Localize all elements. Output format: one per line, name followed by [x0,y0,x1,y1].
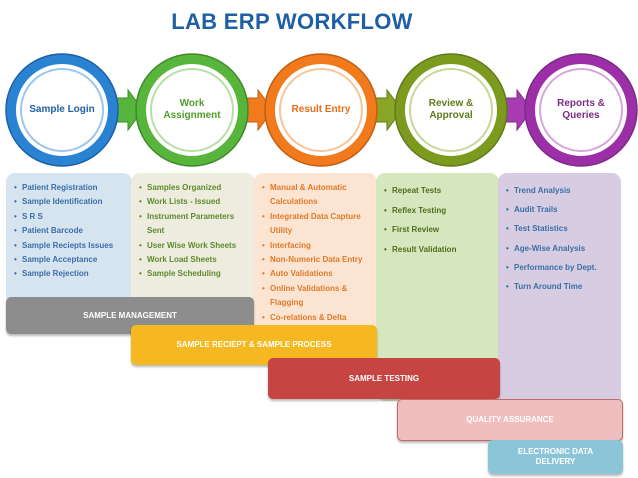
list-item: Reflex Testing [384,201,494,221]
stage-label-reports-queries: Reports & Queries [557,98,605,121]
list-item: Age-Wise Analysis [506,239,616,258]
stage-label-result-entry: Result Entry [291,104,351,115]
panel-list: Trend Analysis Audit Trails Test Statist… [506,181,616,296]
bar-electronic-data-delivery: ELECTRONIC DATA DELIVERY [488,440,623,474]
list-item: Sample Scheduling [139,267,250,282]
page-title: LAB ERP WORKFLOW [171,9,413,34]
list-item: Interfacing [262,239,372,254]
list-item: S R S [14,210,127,225]
list-item: Trend Analysis [506,181,616,200]
stage-label-work-assignment: Work Assignment [163,98,221,121]
workflow-circles [5,53,638,167]
stage-circle-review-approval [394,53,508,167]
stage-circle-result-entry [264,53,378,167]
list-item: Online Validations & Flagging [262,282,372,311]
panel-reports-queries: Trend Analysis Audit Trails Test Statist… [498,173,621,441]
panel-list: Patient Registration Sample Identificati… [14,181,127,282]
arrow-icon-1 [115,88,144,132]
list-item: Performance by Dept. [506,258,616,277]
list-item: Manual & Automatic Calculations [262,181,372,210]
bar-sample-testing: SAMPLE TESTING [268,358,500,399]
list-item: Co-relations & Delta [262,311,372,326]
stage-circle-work-assignment [135,53,249,167]
list-item: Result Validation [384,240,494,260]
panel-list: Manual & Automatic Calculations Integrat… [262,181,372,325]
stage-label-review-approval: Review & Approval [428,98,474,121]
list-item: Work Lists - Issued [139,195,250,210]
list-item: Sample Acceptance [14,253,127,268]
list-item: Test Statistics [506,219,616,238]
list-item: Instrument Parameters Sent [139,210,250,239]
stage-circle-sample-login [5,53,119,167]
list-item: Sample Identification [14,195,127,210]
list-item: Integrated Data Capture Utility [262,210,372,239]
arrow-icon-3 [374,88,403,132]
bar-quality-assurance: QUALITY ASSURANCE [397,399,623,441]
arrow-icon-4 [504,88,533,132]
list-item: Audit Trails [506,200,616,219]
list-item: Patient Registration [14,181,127,196]
stage-label-sample-login: Sample Login [29,104,95,115]
panel-sample-login: Patient Registration Sample Identificati… [6,173,132,305]
panel-list: Repeat Tests Reflex Testing First Review… [384,181,494,259]
list-item: Samples Organized [139,181,250,196]
list-item: Repeat Tests [384,181,494,201]
list-item: Work Load Sheets [139,253,250,268]
list-item: First Review [384,220,494,240]
list-item: Patient Barcode [14,224,127,239]
stage-circle-reports-queries [524,53,638,167]
list-item: Sample Reciepts Issues [14,239,127,254]
list-item: Turn Around Time [506,277,616,296]
list-item: User Wise Work Sheets [139,239,250,254]
list-item: Sample Rejection [14,267,127,282]
list-item: Auto Validations [262,267,372,282]
panel-list: Samples Organized Work Lists - Issued In… [139,181,250,282]
list-item: Non-Numeric Data Entry [262,253,372,268]
